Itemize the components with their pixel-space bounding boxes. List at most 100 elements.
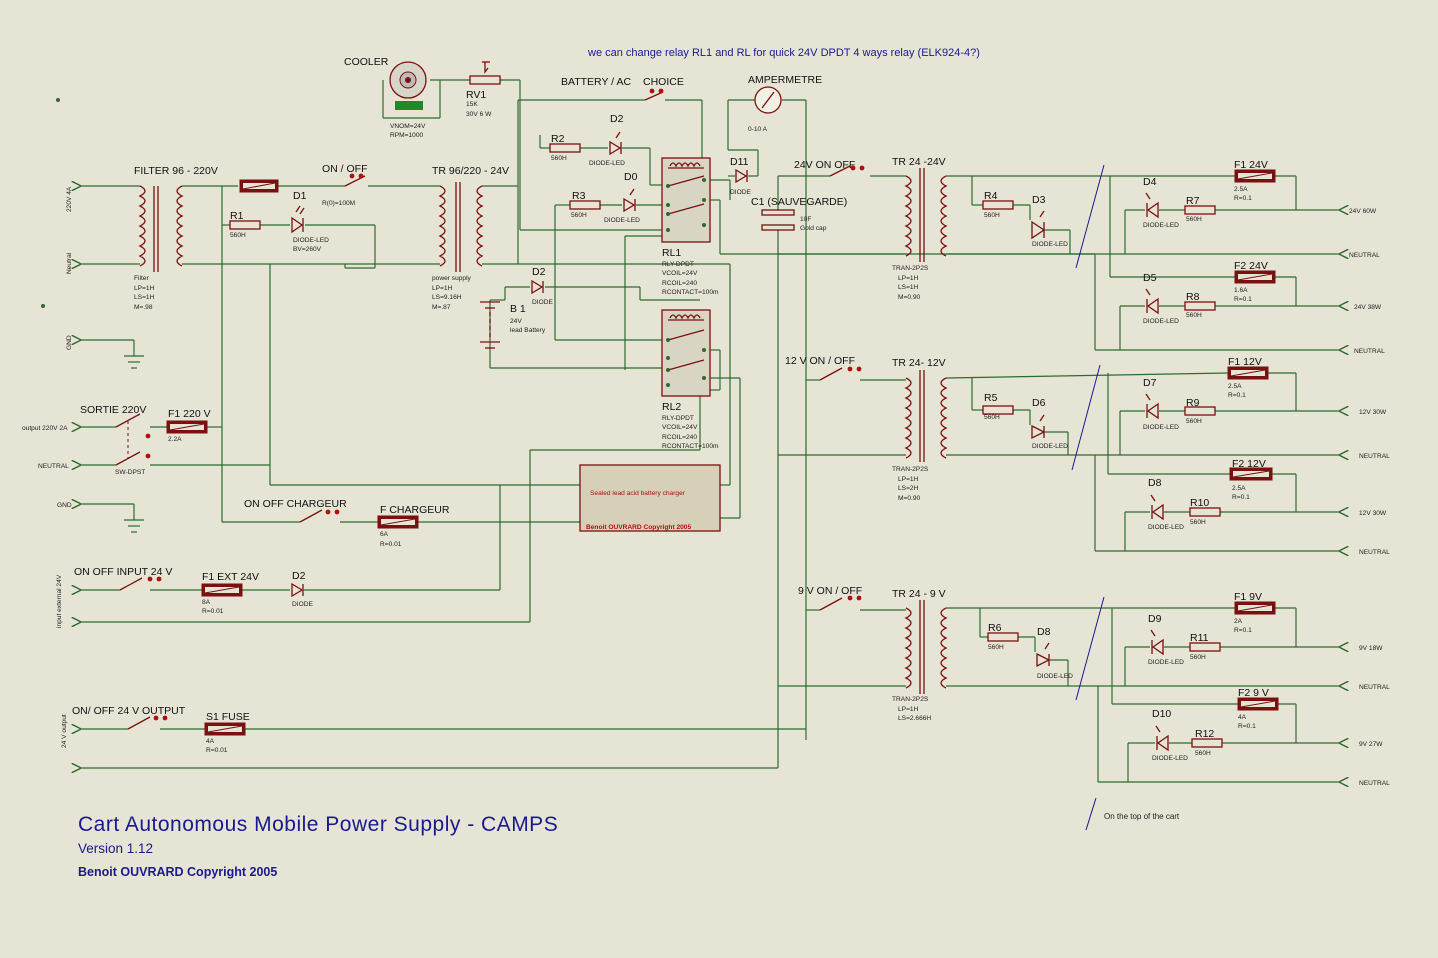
out-24-60-label: 24V 60W (1349, 208, 1377, 215)
rl2-p3-label: RCOIL=240 (662, 434, 697, 441)
tr24-24-label: TR 24 -24V (892, 156, 946, 168)
tr24-9-p1-label: TRAN-2P2S (892, 696, 929, 703)
cooler-spec1-label: VNOM=24V (390, 123, 426, 130)
neutral-label: NEUTRAL (1354, 348, 1385, 355)
wires (80, 79, 1340, 782)
battery-icon (480, 301, 500, 349)
r11-label: R11 (1190, 632, 1209, 644)
d2b-type-label: DIODE (532, 299, 553, 306)
tr24-24-p3-label: LS=1H (898, 284, 919, 291)
neutral-label: NEUTRAL (1359, 780, 1390, 787)
d2b-label: D2 (532, 266, 546, 278)
r7-label: R7 (1186, 195, 1200, 207)
d8-label: D8 (1037, 626, 1051, 638)
r3-val-label: 560H (571, 212, 587, 219)
sortie-label: SORTIE 220V (80, 404, 146, 416)
neutral-label: NEUTRAL (1359, 549, 1390, 556)
out-9-18-label: 9V 18W (1359, 645, 1383, 652)
r11-val-label: 560H (1190, 654, 1206, 661)
d4-type-label: DIODE-LED (1143, 222, 1179, 229)
neutral-label: NEUTRAL (38, 463, 69, 470)
on-off-output-label: ON/ OFF 24 V OUTPUT (72, 705, 186, 717)
r9-label: R9 (1186, 397, 1200, 409)
f2-9-label: F2 9 V (1238, 687, 1269, 699)
r9-val-label: 560H (1186, 418, 1202, 425)
r2-label: R2 (551, 133, 565, 145)
d9-type-label: DIODE-LED (1148, 659, 1184, 666)
d3-type-label: DIODE-LED (1032, 241, 1068, 248)
charger-label: Sealed lead acid battery charger (590, 490, 686, 497)
d4-label: D4 (1143, 176, 1157, 188)
rv1-resistor-icon (469, 75, 501, 85)
d6-type-label: DIODE-LED (1032, 443, 1068, 450)
tr96-p4-label: M=.87 (432, 304, 451, 311)
amp-range-label: 0-10 A (748, 126, 768, 133)
filter-transformer-icon (138, 185, 184, 272)
f2-12-p1-label: 2.5A (1232, 485, 1246, 492)
f2-24-p1-label: 1.6A (1234, 287, 1248, 294)
d7-label: D7 (1143, 377, 1157, 389)
d7-type-label: DIODE-LED (1143, 424, 1179, 431)
r6-label: R6 (988, 622, 1002, 634)
r6-val-label: 560H (988, 644, 1004, 651)
b1-val-label: 24V (510, 318, 522, 325)
r3-label: R3 (572, 190, 586, 202)
filter-label: FILTER 96 - 220V (134, 165, 218, 177)
rl2-p1-label: RLY-DPDT (662, 415, 694, 422)
f2-24-label: F2 24V (1234, 260, 1268, 272)
copyright-label: Benoit OUVRARD Copyright 2005 (78, 865, 277, 879)
out-12-30a-label: 12V 30W (1359, 409, 1387, 416)
d3-label: D3 (1032, 194, 1046, 206)
f1-12-p2-label: R=0.1 (1228, 392, 1246, 399)
r5-label: R5 (984, 392, 998, 404)
r0-label: R(0)=100M (322, 200, 355, 207)
f-chargeur-p1-label: 6A (380, 531, 389, 538)
f2-12-p2-label: R=0.1 (1232, 494, 1250, 501)
d0-label: D0 (624, 171, 638, 183)
rv1-label: RV1 (466, 89, 486, 101)
d8b-type-label: DIODE-LED (1148, 524, 1184, 531)
tr24-12-p1-label: TRAN-2P2S (892, 466, 929, 473)
rl2-label: RL2 (662, 401, 681, 413)
on-off-chargeur-label: ON OFF CHARGEUR (244, 498, 347, 510)
switch-icons (115, 88, 865, 730)
b1-label: B 1 (510, 303, 526, 315)
f2-9-p1-label: 4A (1238, 714, 1247, 721)
relay-rl2-icon (661, 309, 711, 397)
f2-12-label: F2 12V (1232, 458, 1266, 470)
fuse-icons (166, 169, 1279, 736)
d10-type-label: DIODE-LED (1152, 755, 1188, 762)
choice-label: CHOICE (643, 76, 684, 88)
components (41, 61, 1279, 752)
c1-label: C1 (SAUVEGARDE) (751, 196, 847, 208)
sw-dpst-label: SW-DPST (115, 469, 145, 476)
tr24-12-label: TR 24- 12V (892, 357, 946, 369)
out220-label: output 220V 2A (22, 425, 68, 432)
resistor-icons (229, 143, 1223, 748)
d8b-label: D8 (1148, 477, 1162, 489)
r1-val-label: 560H (230, 232, 246, 239)
f2-24-p2-label: R=0.1 (1234, 296, 1252, 303)
out24-label: 24 V output (61, 714, 68, 748)
in-220-label: 220V 4A (66, 186, 73, 212)
d2c-type-label: DIODE (292, 601, 313, 608)
d2c-label: D2 (292, 570, 306, 582)
tr24-24-transformer-icon (904, 168, 948, 262)
f1-9-label: F1 9V (1234, 591, 1262, 603)
tr24-24-p4-label: M=0.90 (898, 294, 921, 301)
tr96-transformer-icon (438, 182, 484, 272)
ground-icons (124, 355, 144, 533)
page-title: Cart Autonomous Mobile Power Supply - CA… (78, 813, 558, 836)
tr96-p1-label: power supply (432, 275, 472, 282)
r12-label: R12 (1195, 728, 1214, 740)
sw9-label: 9 V ON / OFF (798, 585, 862, 597)
rl1-p4-label: RCONTACT=100m (662, 289, 719, 296)
d10-label: D10 (1152, 708, 1171, 720)
d1-type-label: DIODE-LED (293, 237, 329, 244)
d9-label: D9 (1148, 613, 1162, 625)
labels: we can change relay RL1 and RL for quick… (22, 47, 1390, 879)
neutral-label: NEUTRAL (1359, 453, 1390, 460)
neutral-label: NEUTRAL (1349, 252, 1380, 259)
tr24-12-p3-label: LS=2H (898, 485, 919, 492)
d1-label: D1 (293, 190, 307, 202)
